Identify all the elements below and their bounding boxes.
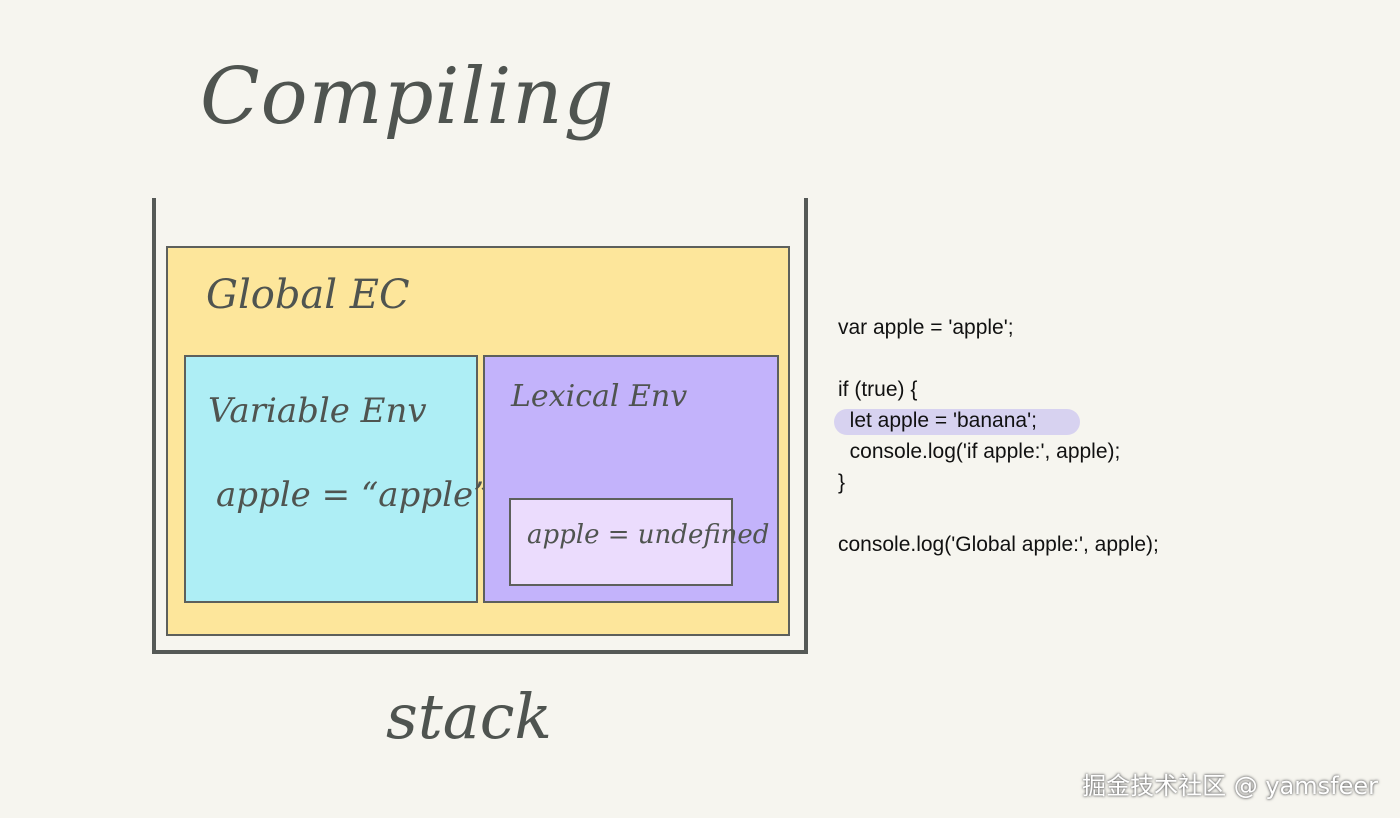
lexical-env-entry-box: apple = undefined bbox=[509, 498, 769, 586]
watermark: 掘金技术社区 @ yamsfeer bbox=[1082, 772, 1378, 800]
lexical-env-label: Lexical Env bbox=[511, 379, 688, 414]
variable-env-box: Variable Env apple = “apple” bbox=[184, 355, 490, 603]
variable-env-label: Variable Env bbox=[208, 391, 427, 431]
code-line: console.log('Global apple:', apple); bbox=[838, 533, 1159, 556]
code-line: } bbox=[838, 471, 846, 494]
variable-env-entry: apple = “apple” bbox=[216, 475, 491, 515]
code-line bbox=[838, 498, 1159, 529]
stack-container bbox=[152, 198, 808, 654]
stack-label: stack bbox=[386, 680, 552, 753]
code-line bbox=[838, 343, 1159, 374]
code-line: console.log('if apple:', apple); bbox=[838, 440, 1121, 463]
global-ec-label: Global EC bbox=[206, 272, 410, 318]
code-line: if (true) { bbox=[838, 378, 918, 401]
code-line: var apple = 'apple'; bbox=[838, 316, 1014, 339]
diagram-title: Compiling bbox=[200, 52, 615, 142]
code-line-highlighted: let apple = 'banana'; bbox=[834, 405, 1159, 436]
code-block: var apple = 'apple'; if (true) { let app… bbox=[834, 312, 1159, 560]
lexical-env-entry: apple = undefined bbox=[527, 520, 770, 550]
